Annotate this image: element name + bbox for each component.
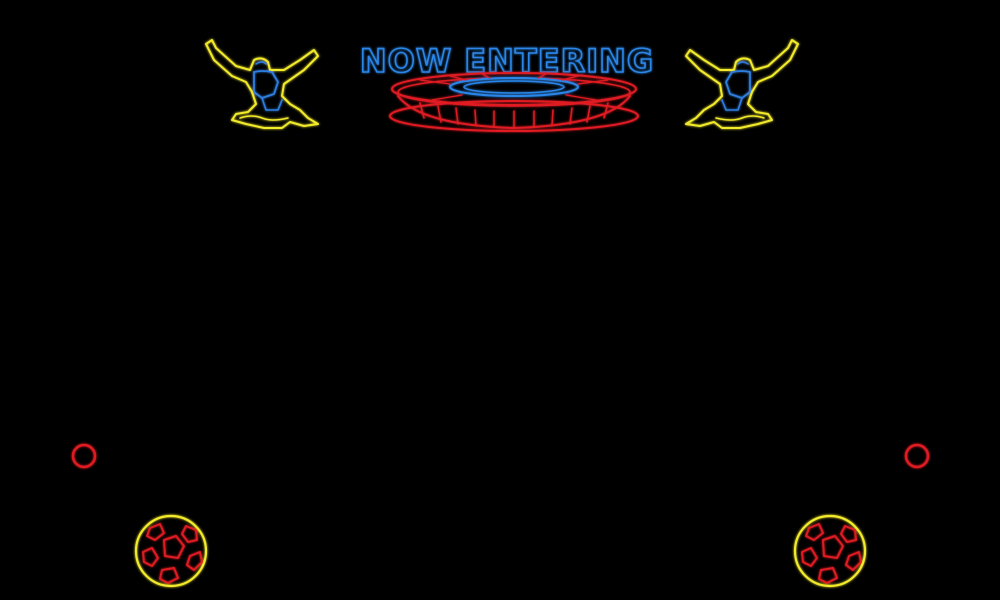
left-player-icon bbox=[205, 39, 319, 129]
left-rivet-icon bbox=[71, 443, 97, 469]
left-ball-icon bbox=[134, 514, 208, 588]
right-ball-icon bbox=[793, 514, 867, 588]
right-rivet-icon bbox=[904, 443, 930, 469]
stadium-icon bbox=[389, 72, 639, 132]
sign-title: NOW ENTERING bbox=[360, 42, 654, 80]
right-player-icon bbox=[685, 39, 799, 129]
